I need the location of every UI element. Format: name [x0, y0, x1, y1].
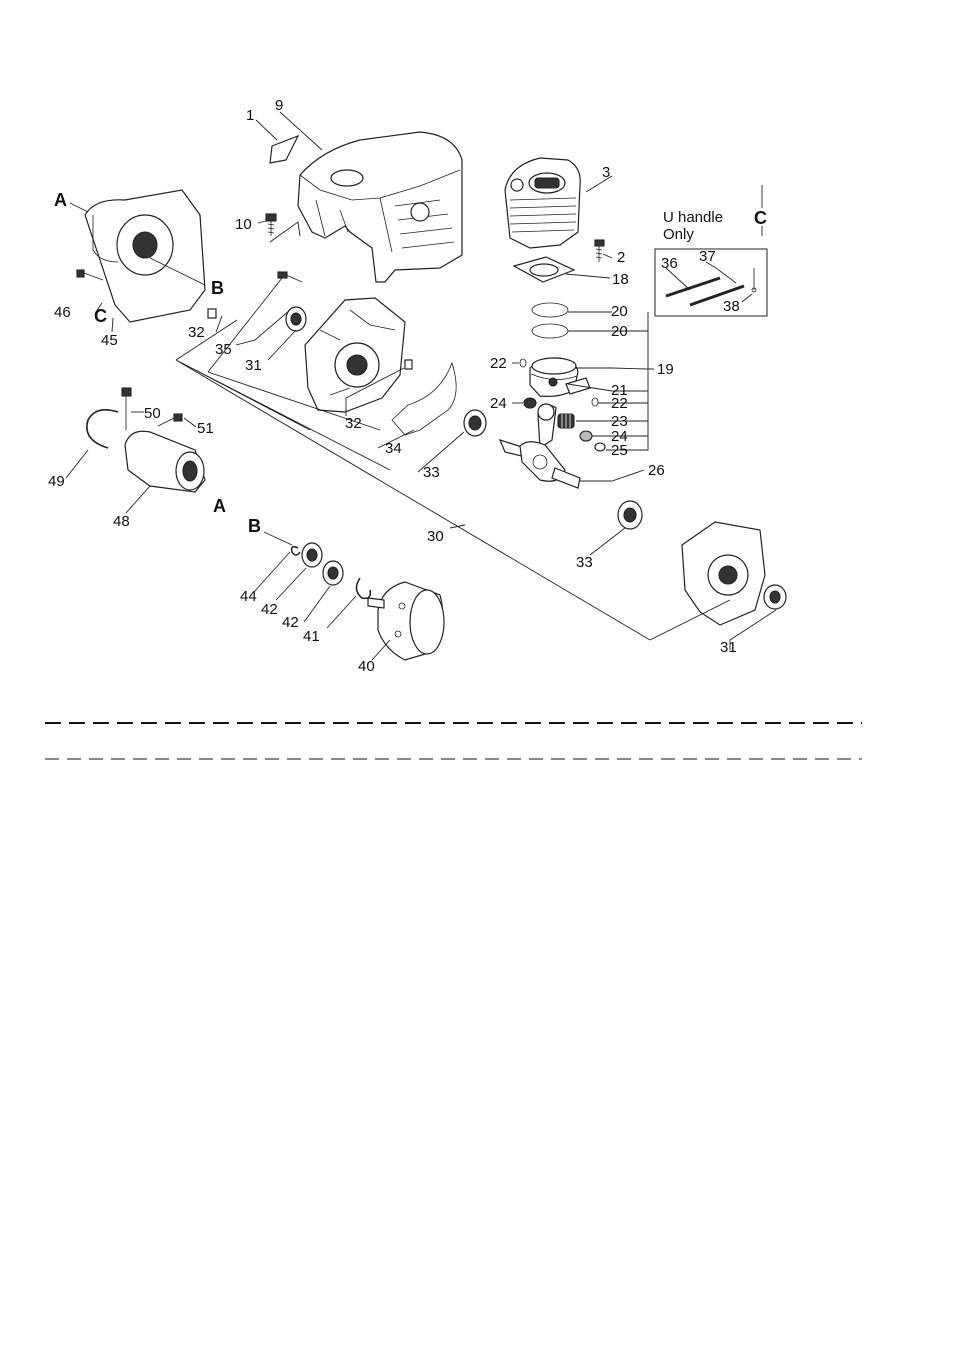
- part-32-dowel-pin: [208, 309, 216, 318]
- label-1: 1: [246, 107, 254, 124]
- label-42-a: 42: [261, 601, 278, 618]
- label-20-b: 20: [611, 323, 628, 340]
- label-36: 36: [661, 255, 678, 272]
- label-40: 40: [358, 658, 375, 675]
- part-25-washer: [595, 443, 605, 451]
- note-line-1: U handle: [663, 209, 723, 226]
- part-10-screw: [266, 214, 276, 236]
- part-24-washer: [524, 398, 536, 408]
- part-33-bearing-2: [618, 501, 642, 529]
- u-handle-note: U handle Only: [663, 209, 723, 243]
- label-25: 25: [611, 442, 628, 459]
- part-23-needle-bearing: [558, 414, 574, 428]
- ref-letter-a-top: A: [54, 190, 67, 210]
- label-45: 45: [101, 332, 118, 349]
- label-19: 19: [657, 361, 674, 378]
- label-44: 44: [240, 588, 257, 605]
- part-50-bolt: [122, 388, 131, 430]
- label-32-a: 32: [188, 324, 205, 341]
- part-48-clutch-housing: [125, 431, 205, 492]
- part-35-screw: [278, 272, 302, 282]
- part-33-bearing: [464, 410, 486, 436]
- part-31-oil-seal-2: [764, 585, 786, 609]
- part-24-washer-2: [580, 431, 592, 441]
- label-50: 50: [144, 405, 161, 422]
- label-22-a: 22: [490, 355, 507, 372]
- part-crankcase-half-right: [682, 522, 765, 625]
- part-18-gasket: [514, 257, 574, 282]
- label-22-b: 22: [611, 395, 628, 412]
- label-24-a: 24: [490, 395, 507, 412]
- part-22-clip-2: [592, 398, 598, 406]
- label-31-b: 31: [720, 639, 737, 656]
- part-41-snap-ring: [356, 578, 370, 598]
- part-44-snap-ring: [292, 547, 300, 555]
- part-crankcase-half-left: [305, 298, 405, 412]
- label-10: 10: [235, 216, 252, 233]
- label-32-b: 32: [345, 415, 362, 432]
- label-33-b: 33: [576, 554, 593, 571]
- label-41: 41: [303, 628, 320, 645]
- label-49: 49: [48, 473, 65, 490]
- label-37: 37: [699, 248, 716, 265]
- label-3: 3: [602, 164, 610, 181]
- ref-letter-c-top: C: [94, 306, 107, 326]
- part-22-clip: [520, 359, 526, 367]
- label-38: 38: [723, 298, 740, 315]
- part-45-fan-housing: [85, 190, 205, 322]
- ref-letter-b-top: B: [211, 278, 224, 298]
- part-32-dowel-pin-2: [405, 360, 412, 369]
- part-3-cylinder: [505, 158, 580, 248]
- part-42-bearing: [302, 543, 322, 567]
- label-51: 51: [197, 420, 214, 437]
- label-46: 46: [54, 304, 71, 321]
- part-40-clutch-drum: [368, 582, 444, 660]
- part-20-piston-rings: [532, 303, 568, 338]
- label-2: 2: [617, 249, 625, 266]
- part-34-crankcase-gasket: [392, 363, 456, 435]
- part-46-screw: [77, 270, 103, 280]
- label-35: 35: [215, 341, 232, 358]
- label-31-a: 31: [245, 357, 262, 374]
- section-dividers: [45, 723, 862, 759]
- label-34: 34: [385, 440, 402, 457]
- part-2-screw: [595, 240, 604, 262]
- label-18: 18: [612, 271, 629, 288]
- part-49-ring: [87, 410, 118, 448]
- label-42-b: 42: [282, 614, 299, 631]
- part-51-bolt: [158, 414, 182, 426]
- ref-letter-c-box: C: [754, 208, 767, 228]
- part-9-engine-cover: [298, 132, 462, 282]
- label-26: 26: [648, 462, 665, 479]
- label-9: 9: [275, 97, 283, 114]
- label-48: 48: [113, 513, 130, 530]
- ref-letter-a-bottom: A: [213, 496, 226, 516]
- part-1-label-sticker: [270, 136, 298, 163]
- label-30: 30: [427, 528, 444, 545]
- label-20-a: 20: [611, 303, 628, 320]
- note-line-2: Only: [663, 226, 694, 243]
- ref-letter-b-bottom: B: [248, 516, 261, 536]
- label-33-a: 33: [423, 464, 440, 481]
- part-42-bearing-2: [323, 561, 343, 585]
